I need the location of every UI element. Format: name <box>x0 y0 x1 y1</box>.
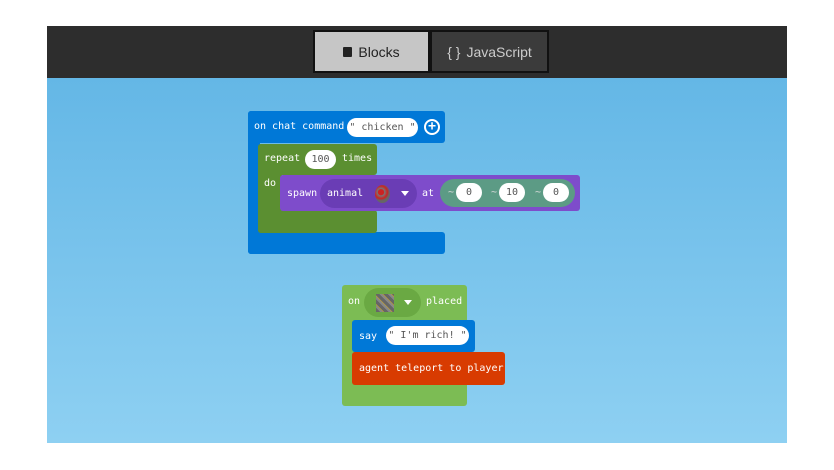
tab-blocks[interactable]: Blocks <box>313 30 430 73</box>
tab-javascript-label: JavaScript <box>466 43 532 60</box>
position-field[interactable]: ~ 0 ~ 10 ~ 0 <box>440 179 575 207</box>
tab-blocks-label: Blocks <box>358 43 400 60</box>
command-input[interactable]: " chicken " <box>347 118 418 137</box>
add-parameter-icon[interactable]: + <box>424 119 440 135</box>
editor-toolbar: Blocks { } JavaScript <box>47 26 787 78</box>
z-input[interactable]: 0 <box>543 183 569 202</box>
say-label: say <box>359 331 378 342</box>
event-label: on chat command <box>254 121 345 132</box>
chevron-down-icon <box>401 191 409 200</box>
repeat-count-input[interactable]: 100 <box>305 150 336 169</box>
tilde-x: ~ <box>448 187 455 198</box>
at-label: at <box>422 188 435 199</box>
block-type-dropdown[interactable] <box>364 288 421 317</box>
agent-teleport-label: agent teleport to player <box>359 363 504 374</box>
say-message-input[interactable]: " I'm rich! " <box>386 326 469 345</box>
braces-icon: { } <box>447 43 461 60</box>
spawn-egg-icon <box>375 185 390 203</box>
times-label: times <box>342 153 373 164</box>
tab-javascript[interactable]: { } JavaScript <box>430 30 549 73</box>
tilde-y: ~ <box>491 187 498 198</box>
gold-ore-block-icon <box>376 294 394 312</box>
do-label: do <box>264 178 277 189</box>
spawn-label: spawn <box>287 188 318 199</box>
on-label: on <box>348 296 361 307</box>
puzzle-icon <box>343 46 353 57</box>
placed-label: placed <box>426 296 463 307</box>
animal-dropdown[interactable]: animal <box>320 179 417 208</box>
x-input[interactable]: 0 <box>456 183 482 202</box>
tilde-z: ~ <box>535 187 542 198</box>
repeat-label: repeat <box>264 153 301 164</box>
chevron-down-icon <box>404 300 412 309</box>
animal-label: animal <box>327 188 364 199</box>
y-input[interactable]: 10 <box>499 183 525 202</box>
